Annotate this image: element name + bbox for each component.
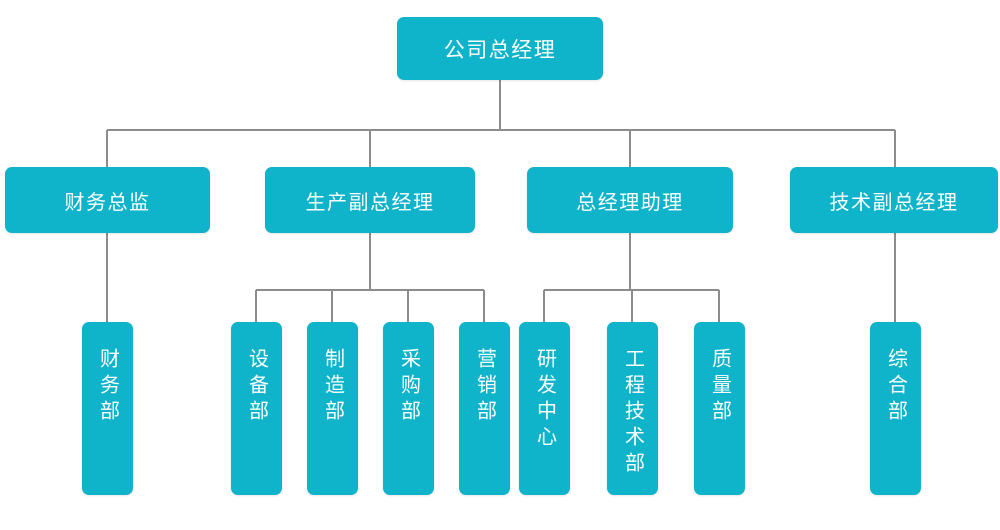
node-equipment-department[interactable]: 设备部 — [231, 322, 282, 495]
node-general-manager-assistant[interactable]: 总经理助理 — [527, 167, 733, 233]
node-label: 制造部 — [321, 348, 344, 426]
node-label: 技术副总经理 — [829, 191, 959, 214]
node-label: 财务总监 — [64, 191, 151, 214]
node-label: 营销部 — [473, 348, 496, 426]
node-label: 研发中心 — [533, 348, 556, 452]
node-label: 质量部 — [708, 348, 731, 426]
node-label: 设备部 — [245, 348, 268, 426]
node-label: 生产副总经理 — [305, 191, 435, 214]
node-purchasing-department[interactable]: 采购部 — [383, 322, 434, 495]
node-label: 工程技术部 — [621, 348, 644, 478]
node-manufacturing-department[interactable]: 制造部 — [307, 322, 358, 495]
node-general-affairs-department[interactable]: 综合部 — [870, 322, 921, 495]
node-financial-director[interactable]: 财务总监 — [5, 167, 210, 233]
node-marketing-department[interactable]: 营销部 — [459, 322, 510, 495]
node-rnd-center[interactable]: 研发中心 — [519, 322, 570, 495]
node-label: 总经理助理 — [576, 191, 684, 214]
node-production-deputy-general-manager[interactable]: 生产副总经理 — [265, 167, 475, 233]
node-finance-department[interactable]: 财务部 — [82, 322, 133, 495]
node-company-general-manager[interactable]: 公司总经理 — [397, 17, 603, 80]
node-label: 公司总经理 — [443, 38, 557, 62]
node-label: 综合部 — [884, 348, 907, 426]
node-label: 财务部 — [96, 348, 119, 426]
node-label: 采购部 — [397, 348, 420, 426]
node-engineering-technology-department[interactable]: 工程技术部 — [607, 322, 658, 495]
node-technical-deputy-general-manager[interactable]: 技术副总经理 — [790, 167, 998, 233]
node-quality-department[interactable]: 质量部 — [694, 322, 745, 495]
